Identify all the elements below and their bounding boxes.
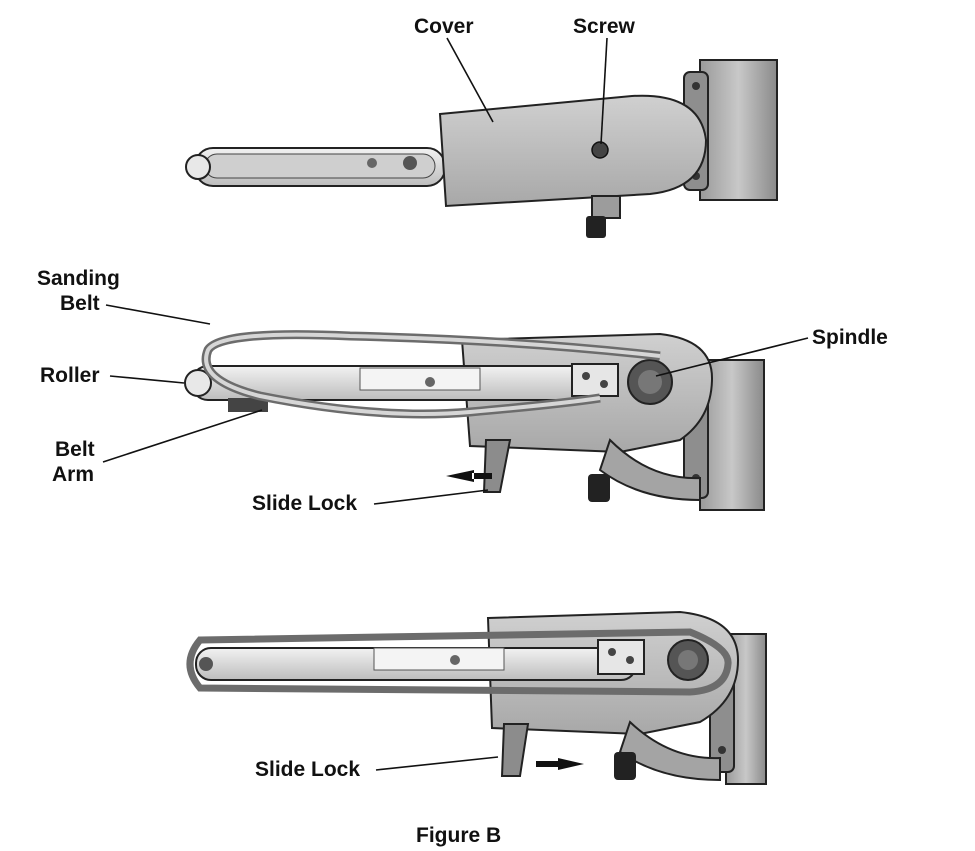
leader-lines — [102, 37, 809, 771]
label-sanding-belt-line1: Sanding — [37, 267, 120, 290]
roller-part — [184, 369, 212, 397]
label-spindle: Spindle — [812, 326, 888, 349]
belt-arm-top — [185, 147, 446, 187]
label-roller: Roller — [40, 364, 100, 387]
belt-arm-middle — [184, 363, 619, 412]
leader-spindle — [655, 337, 809, 377]
leader-slide-lock-middle — [373, 489, 489, 505]
knob-top — [586, 195, 621, 238]
cover-part — [438, 94, 708, 208]
label-cover: Cover — [414, 15, 474, 38]
arrow-right-icon — [536, 758, 584, 770]
leader-belt-arm — [102, 409, 263, 463]
leader-screw — [600, 37, 608, 145]
tool-with-cover — [185, 59, 778, 238]
label-sanding-belt-line2: Belt — [60, 292, 100, 315]
tight-belt-part — [186, 628, 732, 696]
label-slide-lock-bottom: Slide Lock — [255, 758, 360, 781]
tool-belt-tight — [186, 610, 767, 785]
arrow-left-icon — [446, 470, 492, 482]
leader-cover — [446, 37, 494, 123]
callout-labels: Cover Screw Sanding Belt Roller Belt Arm… — [37, 15, 888, 847]
label-screw: Screw — [573, 15, 636, 38]
leader-sanding-belt — [105, 304, 211, 325]
spindle-part — [627, 359, 673, 405]
slide-lock-middle-part — [482, 439, 512, 493]
screw-part — [591, 141, 609, 159]
label-belt-arm-line1: Belt — [55, 438, 95, 461]
slide-lock-bottom-part — [500, 723, 530, 777]
figure-caption: Figure B — [416, 824, 501, 847]
label-belt-arm-line2: Arm — [52, 463, 94, 486]
belt-arm-bottom — [195, 639, 645, 681]
leader-roller — [109, 375, 185, 384]
label-slide-lock-middle: Slide Lock — [252, 492, 357, 515]
tool-belt-loose — [184, 330, 765, 511]
leader-slide-lock-bottom — [375, 756, 499, 771]
